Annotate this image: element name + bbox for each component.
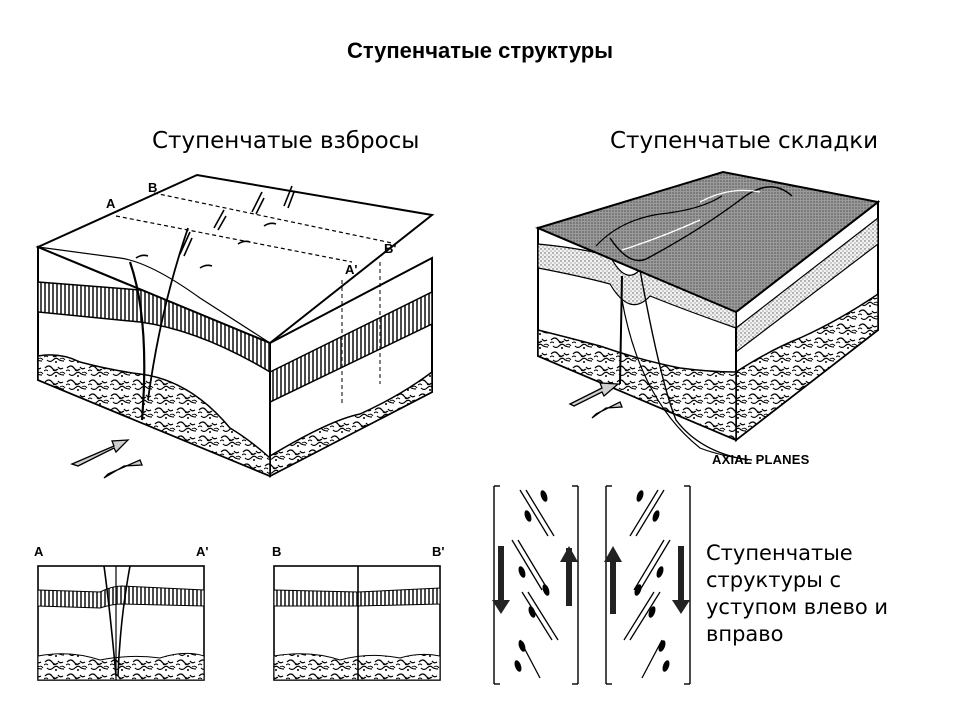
stepover-caption: Ступенчатые структуры с уступом влево и … xyxy=(706,540,946,648)
axial-planes-annotation: AXIAL PLANES xyxy=(712,452,810,467)
thrust-block-heading: Ступенчатые взбросы xyxy=(152,128,420,154)
section-bb-right-label: B' xyxy=(432,544,445,559)
caption-line-3: уступом влево и xyxy=(706,595,888,619)
caption-line-1: Ступенчатые xyxy=(706,541,853,565)
slide-title: Ступенчатые структуры xyxy=(346,38,614,63)
section-bb-left-label: B xyxy=(272,544,282,559)
label-a: A xyxy=(106,196,116,211)
fold-block-heading: Ступенчатые складки xyxy=(610,128,879,154)
label-b: B xyxy=(148,180,158,195)
caption-line-2: структуры с xyxy=(706,568,842,592)
section-aa-left-label: A xyxy=(34,544,44,559)
section-aa-right-label: A' xyxy=(196,544,209,559)
caption-line-4: вправо xyxy=(706,622,784,646)
label-b-prime: B' xyxy=(384,241,397,256)
label-a-prime: A' xyxy=(345,262,358,277)
